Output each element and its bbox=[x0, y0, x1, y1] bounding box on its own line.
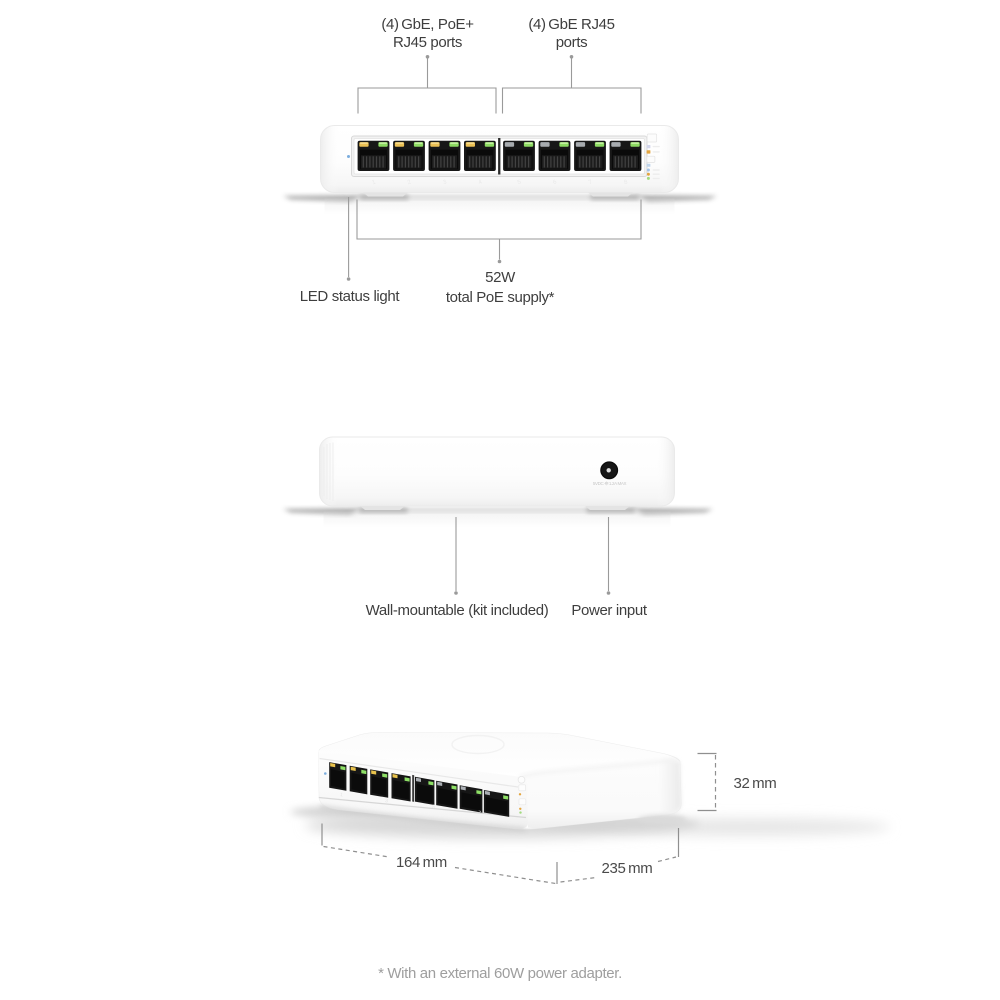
svg-text:7: 7 bbox=[588, 179, 594, 186]
svg-text:32 mm: 32 mm bbox=[734, 775, 777, 792]
svg-text:164 mm: 164 mm bbox=[396, 854, 447, 871]
svg-text:5: 5 bbox=[432, 804, 436, 810]
svg-text:52W: 52W bbox=[485, 269, 516, 286]
svg-text:3: 3 bbox=[442, 179, 448, 186]
svg-text:LED status light: LED status light bbox=[300, 288, 401, 305]
svg-text:1: 1 bbox=[371, 179, 377, 186]
svg-text:6: 6 bbox=[552, 179, 558, 186]
svg-text:RJ45 ports: RJ45 ports bbox=[393, 34, 462, 51]
svg-text:(4) GbE RJ45: (4) GbE RJ45 bbox=[528, 16, 614, 33]
svg-text:(4) GbE, PoE+: (4) GbE, PoE+ bbox=[381, 16, 474, 33]
svg-text:Wall-mountable (kit included): Wall-mountable (kit included) bbox=[366, 602, 549, 619]
svg-text:7: 7 bbox=[478, 810, 482, 816]
svg-text:4: 4 bbox=[478, 179, 484, 186]
svg-text:Power input: Power input bbox=[571, 602, 648, 619]
svg-text:ports: ports bbox=[556, 34, 588, 51]
svg-text:1: 1 bbox=[340, 792, 344, 798]
svg-text:5VDC ⭅ 1.2A MAX: 5VDC ⭅ 1.2A MAX bbox=[593, 481, 627, 486]
svg-text:3: 3 bbox=[385, 798, 389, 804]
svg-text:2: 2 bbox=[407, 179, 413, 186]
svg-text:total PoE supply*: total PoE supply* bbox=[446, 289, 555, 306]
svg-text:* With an external 60W power a: * With an external 60W power adapter. bbox=[378, 965, 622, 982]
svg-text:235 mm: 235 mm bbox=[602, 860, 653, 877]
svg-text:8: 8 bbox=[623, 179, 629, 186]
svg-text:5: 5 bbox=[517, 179, 523, 186]
